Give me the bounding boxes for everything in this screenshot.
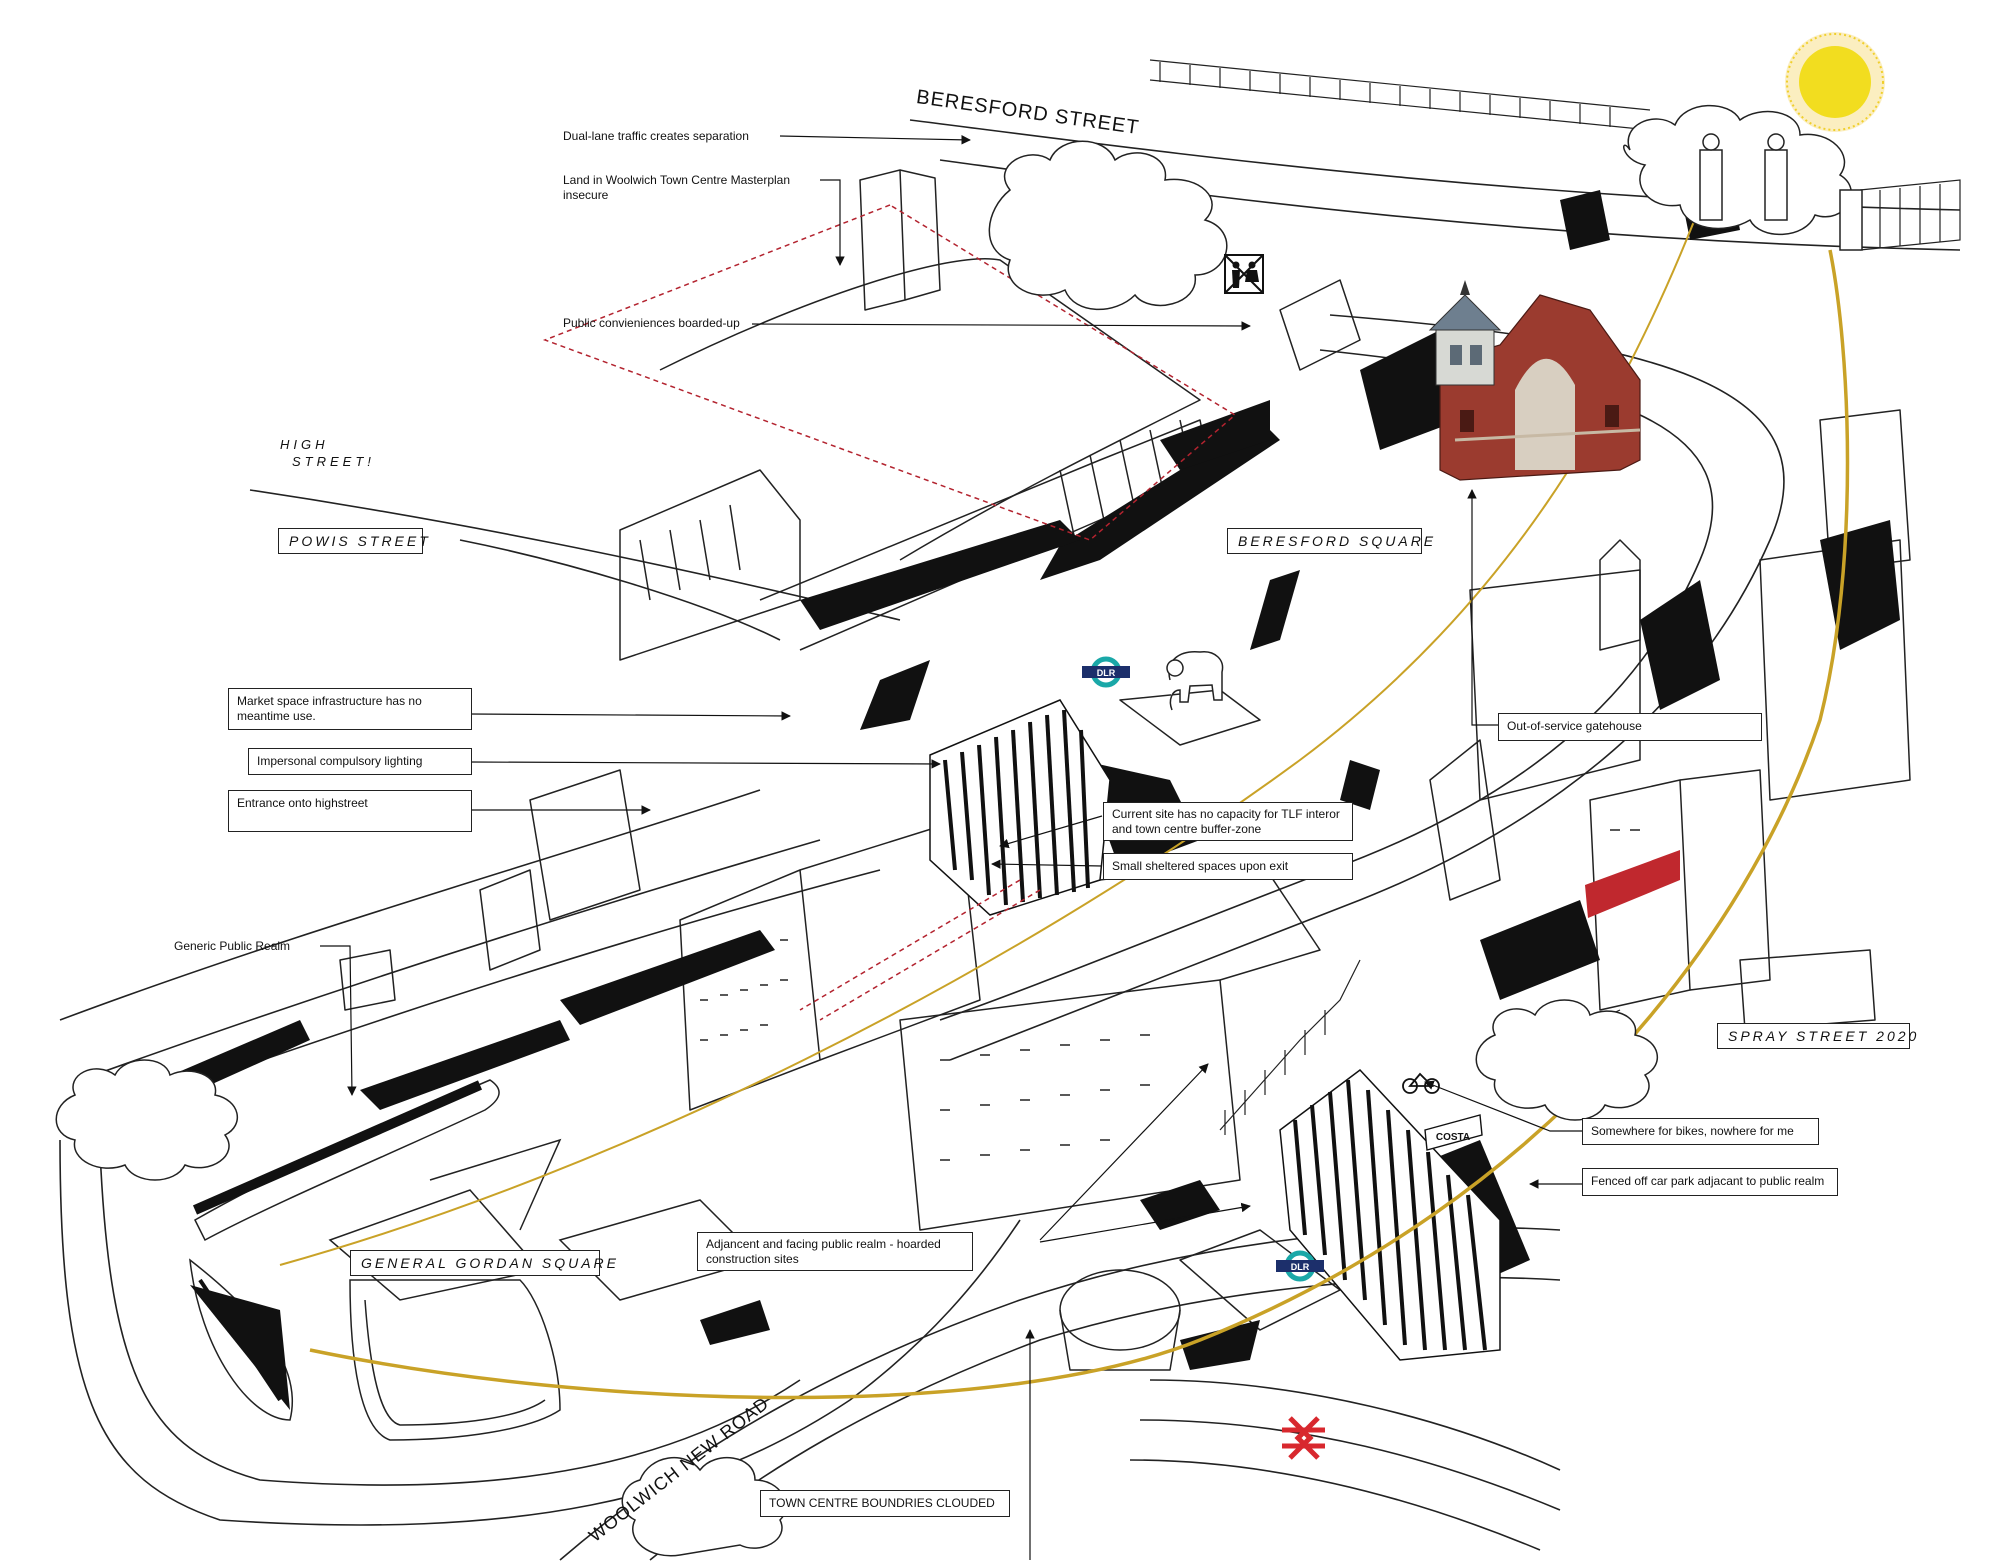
planter-shadow xyxy=(190,1285,290,1410)
street-label-general-gordan-square: GENERAL GORDAN SQUARE xyxy=(350,1250,616,1276)
dlr-label: DLR xyxy=(1291,1262,1310,1272)
striped-pavilion-lower xyxy=(1279,1068,1501,1361)
elephant-statue-icon xyxy=(1166,651,1224,711)
striped-pavilion-upper xyxy=(929,699,1111,916)
note-current-site-line-2: and town centre buffer-zone xyxy=(1112,822,1262,836)
costa-sign: COSTA xyxy=(1424,1114,1483,1151)
square-planters xyxy=(189,1079,762,1441)
note-land-line-1: Land in Woolwich Town Centre Masterplan xyxy=(563,173,791,187)
note-current-site: Current site has no capacity for TLF int… xyxy=(1103,802,1353,841)
note-compulsory-lighting: Impersonal compulsory lighting xyxy=(248,748,472,775)
cloud-icon xyxy=(55,1059,239,1181)
note-hoarded-sites: Adjancent and facing public realm - hoar… xyxy=(697,1232,973,1271)
cloud-icon xyxy=(988,140,1228,311)
note-gatehouse: Out-of-service gatehouse xyxy=(1498,713,1762,741)
costa-label: COSTA xyxy=(1436,1132,1470,1143)
cloud-icon xyxy=(621,1456,787,1557)
memorial-arch xyxy=(1439,294,1641,481)
note-dual-lane: Dual-lane traffic creates separation xyxy=(563,129,749,143)
note-sheltered-spaces: Small sheltered spaces upon exit xyxy=(1103,853,1353,880)
high-street-line-2: STREET! xyxy=(292,454,375,469)
leader-arrows xyxy=(320,135,1582,1560)
note-land-insecure: Land in Woolwich Town Centre Masterplan … xyxy=(563,173,790,203)
high-street-line-1: HIGH xyxy=(280,437,329,452)
bicycle-icon xyxy=(1402,1072,1440,1094)
street-label-beresford-square: BERESFORD SQUARE xyxy=(1227,528,1433,554)
masterplan-boundary xyxy=(542,204,1237,1021)
national-rail-icon xyxy=(1282,1416,1325,1460)
dlr-label: DLR xyxy=(1097,668,1116,678)
note-market-line-1: Market space infrastructure has no xyxy=(237,694,422,708)
note-entrance-highstreet: Entrance onto highstreet xyxy=(228,790,472,832)
note-market-space: Market space infrastructure has no meant… xyxy=(228,688,472,730)
note-bikes: Somewhere for bikes, nowhere for me xyxy=(1582,1118,1819,1145)
street-label-high-street: HIGH STREET! xyxy=(280,436,375,470)
note-market-line-2: meantime use. xyxy=(237,709,316,723)
toilet-crossed-icon xyxy=(1224,254,1264,294)
street-label-powis-street: POWIS STREET xyxy=(278,528,428,554)
market-pavilion xyxy=(1428,280,1502,386)
note-hoarded-line-1: Adjancent and facing public realm - hoar… xyxy=(706,1237,941,1251)
cloud-icon xyxy=(1475,999,1659,1121)
note-generic-public-realm: Generic Public Realm xyxy=(174,939,291,953)
street-label-spray-street: SPRAY STREET 2020 xyxy=(1717,1023,1916,1049)
note-hoarded-line-2: construction sites xyxy=(706,1252,799,1266)
note-public-conveniences: Public convieniences boarded-up xyxy=(563,316,740,330)
ink-shadows xyxy=(90,180,1900,1370)
sun-icon xyxy=(1785,32,1885,132)
dlr-roundel-icon: DLR xyxy=(1082,656,1130,688)
gate-pillars xyxy=(1699,133,1863,251)
spray-street-banner xyxy=(1585,850,1680,918)
note-car-park: Fenced off car park adjacant to public r… xyxy=(1582,1168,1838,1196)
note-land-line-2: insecure xyxy=(563,188,609,202)
town-centre-boundaries-label: TOWN CENTRE BOUNDRIES CLOUDED xyxy=(760,1490,1010,1517)
dlr-roundel-icon: DLR xyxy=(1276,1250,1324,1282)
note-current-site-line-1: Current site has no capacity for TLF int… xyxy=(1112,807,1340,821)
